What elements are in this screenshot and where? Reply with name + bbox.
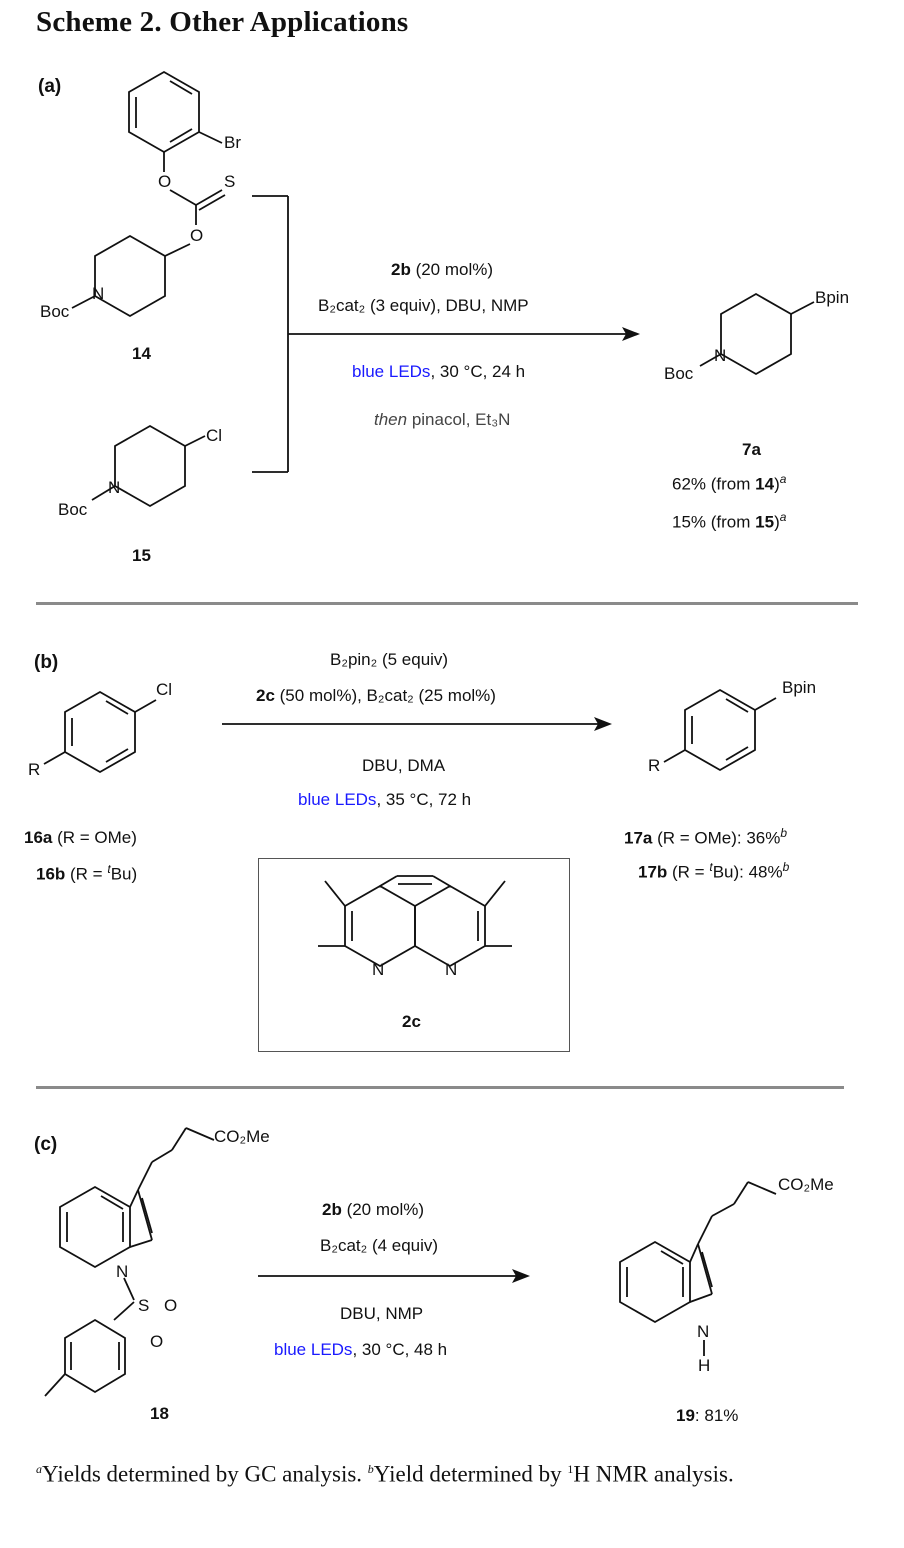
compound-19-label: 19: 81% — [676, 1406, 739, 1425]
atom-s: S — [138, 1296, 150, 1315]
yield-7a-from-15: 15% (from 15)a — [672, 510, 787, 532]
atom-r: R — [648, 756, 661, 775]
atom-o: O — [158, 172, 172, 191]
compound-17-structure — [663, 688, 777, 772]
panel-c-label: (c) — [34, 1134, 58, 1155]
condition-a-line3: blue LEDs, 30 °C, 24 h — [352, 362, 526, 381]
atom-cl: Cl — [206, 426, 223, 445]
condition-b-line3: DBU, DMA — [362, 756, 446, 775]
atom-n: N — [108, 478, 121, 497]
compound-18-label: 18 — [150, 1404, 169, 1423]
condition-a-line1: 2b (20 mol%) — [391, 260, 494, 279]
divider-b-c — [36, 1086, 844, 1089]
panel-a-label: (a) — [38, 76, 62, 97]
compound-19-structure — [619, 1181, 777, 1356]
atom-s: S — [224, 172, 236, 191]
condition-c-line3: DBU, NMP — [340, 1304, 424, 1323]
arrowheads — [512, 327, 640, 1283]
divider-a-b — [36, 602, 858, 605]
condition-c-line1: 2b (20 mol%) — [322, 1200, 425, 1219]
yield-7a-from-14: 62% (from 14)a — [672, 472, 787, 494]
condition-b-line4: blue LEDs, 35 °C, 72 h — [298, 790, 472, 809]
atom-n: N — [714, 346, 727, 365]
atom-n: N — [697, 1322, 710, 1341]
condition-c-line2: B₂cat₂ (4 equiv) — [320, 1236, 439, 1255]
atom-o: O — [164, 1296, 178, 1315]
catalyst-2c-label: 2c — [402, 1012, 421, 1031]
compound-16a-label: 16a (R = OMe) — [24, 828, 137, 847]
atom-br: Br — [224, 133, 241, 152]
atom-boc: Boc — [58, 500, 88, 519]
atom-o: O — [150, 1332, 164, 1351]
atom-n: N — [445, 960, 458, 979]
scheme-title: Scheme 2. Other Applications — [36, 6, 409, 38]
atom-cl: Cl — [156, 680, 173, 699]
atom-n: N — [92, 284, 105, 303]
condition-a-line4: then pinacol, Et₃N — [374, 410, 511, 429]
atom-o: O — [190, 226, 204, 245]
catalyst-2c-box — [258, 858, 570, 1052]
condition-a-line2: B₂cat₂ (3 equiv), DBU, NMP — [318, 296, 529, 315]
atom-bpin: Bpin — [782, 678, 817, 697]
compound-15-label: 15 — [132, 546, 151, 565]
atom-r: R — [28, 760, 41, 779]
compound-15-structure — [91, 424, 206, 508]
condition-b-line1: B₂pin₂ (5 equiv) — [330, 650, 449, 669]
compound-16b-label: 16b (R = tBu) — [36, 862, 138, 884]
compound-14-label: 14 — [132, 344, 151, 363]
compound-17b-label: 17b (R = tBu): 48%b — [638, 860, 790, 882]
compound-14-structure — [71, 70, 226, 318]
compound-7a-structure — [699, 292, 815, 376]
compound-17a-label: 17a (R = OMe): 36%b — [624, 826, 788, 848]
footnotes: aYields determined by GC analysis. bYiel… — [36, 1461, 734, 1487]
atom-h: H — [698, 1356, 711, 1375]
atom-bpin: Bpin — [815, 288, 850, 307]
atom-co2me: CO₂Me — [214, 1127, 270, 1146]
panel-b-label: (b) — [34, 652, 59, 673]
compound-7a-label: 7a — [742, 440, 761, 459]
compound-18-structure — [44, 1127, 215, 1397]
catalyst-2c-structure — [318, 875, 512, 968]
atom-boc: Boc — [40, 302, 70, 321]
atom-boc: Boc — [664, 364, 694, 383]
condition-c-line4: blue LEDs, 30 °C, 48 h — [274, 1340, 448, 1359]
condition-b-line2: 2c (50 mol%), B₂cat₂ (25 mol%) — [256, 686, 496, 705]
atom-n: N — [372, 960, 385, 979]
compound-16-structure — [43, 690, 157, 774]
atom-co2me: CO₂Me — [778, 1175, 834, 1194]
atom-n: N — [116, 1262, 129, 1281]
